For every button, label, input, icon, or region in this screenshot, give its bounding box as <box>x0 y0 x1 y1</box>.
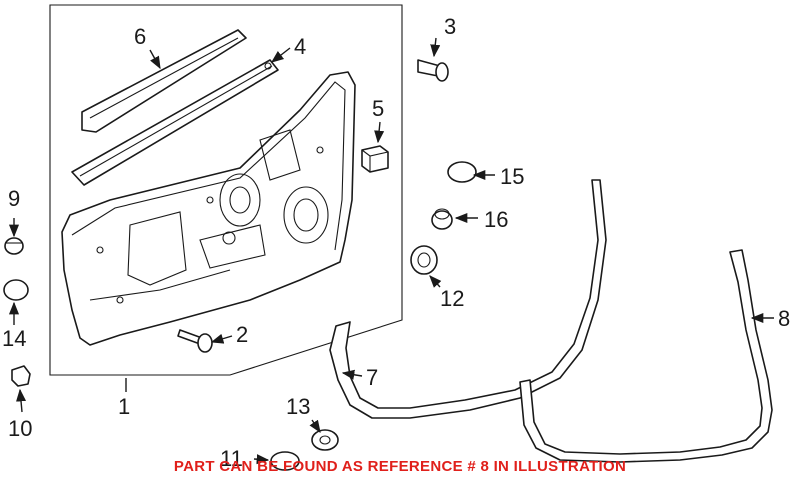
callout-12: 12 <box>440 286 464 311</box>
part-10-clip <box>11 365 31 387</box>
callout-1: 1 <box>118 394 130 419</box>
part-6-weatherstrip <box>81 29 247 133</box>
part-13-grommet <box>311 429 339 451</box>
part-3-pin <box>417 59 449 82</box>
part-9-clip <box>4 237 24 255</box>
callout-3: 3 <box>444 14 456 39</box>
part-16-cap <box>431 208 453 230</box>
part-7-door-seal <box>329 179 607 419</box>
part-14-pad <box>3 279 29 301</box>
callout-7: 7 <box>366 365 378 390</box>
part-11-plug <box>270 451 300 471</box>
part-4-belt-moulding <box>71 59 279 186</box>
callout-14: 14 <box>2 326 26 351</box>
part-15-plug <box>447 161 477 183</box>
callout-15: 15 <box>500 164 524 189</box>
part-1-door-shell <box>61 71 356 346</box>
callout-6: 6 <box>134 24 146 49</box>
callout-2: 2 <box>236 322 248 347</box>
callout-9: 9 <box>8 186 20 211</box>
part-5-stop <box>361 145 389 173</box>
callout-8: 8 <box>778 306 790 331</box>
callout-5: 5 <box>372 96 384 121</box>
part-2-bolt <box>177 329 213 353</box>
callout-16: 16 <box>484 207 508 232</box>
part-12-grommet <box>410 245 438 275</box>
assembly-frame <box>49 4 403 376</box>
callout-13: 13 <box>286 394 310 419</box>
callout-4: 4 <box>294 34 306 59</box>
part-8-opening-seal <box>519 249 773 463</box>
callout-10: 10 <box>8 416 32 441</box>
callout-11: 11 <box>220 446 243 471</box>
notice-text: PART CAN BE FOUND AS REFERENCE # 8 IN IL… <box>173 458 627 475</box>
